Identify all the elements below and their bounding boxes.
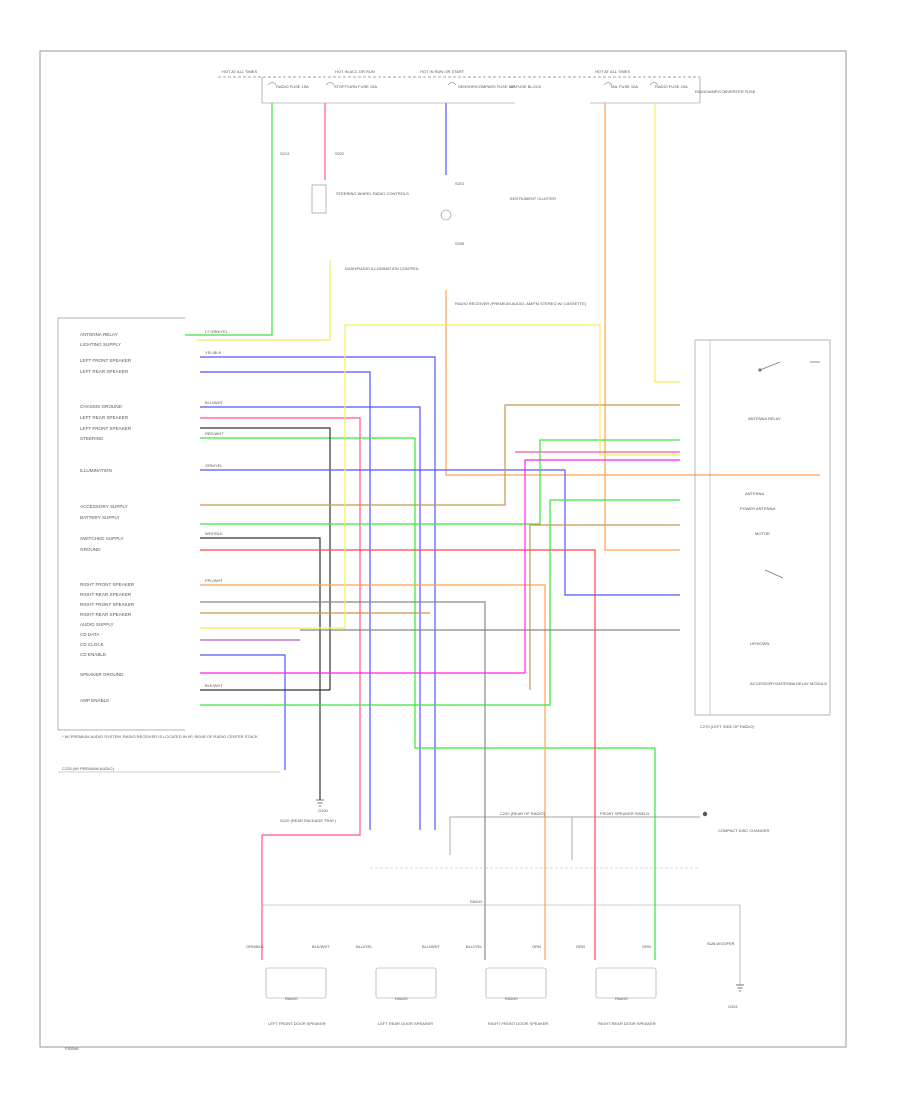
cd-changer-area: COMPACT DISC CHANGER RADIO SUB-WOOFER G3…: [65, 808, 770, 1051]
antenna-note: ANTENNA: [745, 491, 764, 496]
wire-label: BLU/WHT: [205, 400, 224, 405]
power-antenna-label: POWER ANTENNA: [740, 506, 775, 511]
pin-label: LEFT FRONT SPEAKER: [80, 358, 132, 363]
fuse-label-2: HOT IN ACC OR RUN: [335, 69, 375, 74]
rear-defog-label: ACCESSORY/ANTENNA DELAY MODULE: [750, 681, 827, 686]
speaker-name: RIGHT FRONT DOOR SPEAKER: [488, 1021, 548, 1026]
speaker-name: LEFT FRONT DOOR SPEAKER: [268, 1021, 326, 1026]
pin-label: LEFT REAR SPEAKER: [80, 369, 129, 374]
cluster-label: DASH/RADIO ILLUMINATION CONTROL: [345, 266, 420, 271]
wire-label: RED/WHT: [205, 431, 224, 436]
antenna-module: ANTENNA RELAY ANTENNA POWER ANTENNA MOTO…: [694, 339, 831, 729]
speaker-tag: RADIO: [285, 996, 298, 1001]
diagram-frame: [39, 50, 847, 1048]
pin-label: ILLUMINATION: [80, 468, 112, 473]
fuse-label-3: HOT IN RUN OR START: [420, 69, 465, 74]
speaker-tag: RADIO: [615, 996, 628, 1001]
speaker-wire-2: BLU/WHT: [422, 944, 441, 949]
speaker-name: LEFT REAR DOOR SPEAKER: [378, 1021, 433, 1026]
radio-receiver-note: * W/ PREMIUM AUDIO SYSTEM, RADIO RECEIVE…: [62, 734, 258, 739]
speaker-tag: RADIO: [395, 996, 408, 1001]
wire-label: YEL/BLK: [205, 350, 222, 355]
cassette-label: INSTRUMENT CLUSTER: [510, 196, 556, 201]
fuse-name-1: RADIO FUSE 15A: [276, 84, 309, 89]
motor-label: MOTOR: [755, 531, 770, 536]
speaker-wire-2: ORN: [532, 944, 541, 949]
wire-label: LT GRN/YEL: [205, 329, 229, 334]
figure-code: F80046: [65, 1046, 79, 1051]
ground-g301: G301: [728, 1004, 739, 1009]
pin-label: SPEAKER GROUND: [80, 672, 124, 677]
antenna-box-note: C270 (LEFT SIDE OF RADIO): [700, 724, 755, 729]
front-shield-label: FRONT SPEAKER SHIELD: [600, 811, 649, 816]
pin-label: CHASSIS GROUND: [80, 404, 123, 409]
pin-label: STEERING: [80, 436, 104, 441]
fuse-label-1: HOT AT ALL TIMES: [222, 69, 257, 74]
wire-label: GRN/YEL: [205, 463, 223, 468]
wire-labels: LT GRN/YEL YEL/BLK BLU/WHT RED/WHT GRN/Y…: [205, 329, 229, 688]
pin-label: RIGHT REAR SPEAKER: [80, 592, 132, 597]
speaker-right-front: BLU/YEL ORN RADIO RIGHT FRONT DOOR SPEAK…: [466, 944, 548, 1026]
speaker-left-front: ORN/BLK BLK/WHT RADIO LEFT FRONT DOOR SP…: [246, 944, 330, 1026]
pin-label: CD ENABLE: [80, 652, 106, 657]
pin-label: ANTENNA RELAY: [80, 332, 118, 337]
fuse-name-3: SENSOR/COMPASS FUSE 10A: [458, 84, 516, 89]
speaker-wire-1: BLU/YEL: [466, 944, 483, 949]
pin-label: LIGHTING SUPPLY: [80, 342, 121, 347]
radio-module-label: RADIO: [470, 899, 483, 904]
pin-label: SWITCHED SUPPLY: [80, 536, 124, 541]
radio-receiver: * W/ PREMIUM AUDIO SYSTEM, RADIO RECEIVE…: [57, 317, 280, 773]
fuse-label-4: HOT AT ALL TIMES: [595, 69, 630, 74]
cd-changer-label: COMPACT DISC CHANGER: [718, 828, 770, 833]
pin-label: AMP ENABLE: [80, 698, 109, 703]
ground-symbols: [316, 799, 744, 992]
speaker-wire-2: BLK/WHT: [312, 944, 330, 949]
pin-label: RIGHT FRONT SPEAKER: [80, 602, 135, 607]
speaker-left-rear: BLU/YEL BLU/WHT RADIO LEFT REAR DOOR SPE…: [356, 944, 441, 1026]
ground-g200: G200: [318, 808, 329, 813]
wire-label: BLK/WHT: [205, 683, 223, 688]
pin-label: CD CLOCK: [80, 642, 105, 647]
fuse-box: HOT AT ALL TIMES HOT IN ACC OR RUN HOT I…: [218, 69, 756, 104]
speaker-wire-1: ORN: [576, 944, 585, 949]
splice-s205: S205: [455, 241, 465, 246]
antenna-relay-label: ANTENNA RELAY: [748, 416, 781, 421]
pin-label: CD DATA: [80, 632, 100, 637]
radio-note: RADIO RECEIVER (PREMIUM AUDIO, AM/FM STE…: [455, 301, 587, 306]
pin-label: RIGHT FRONT SPEAKER: [80, 582, 135, 587]
fuse-name-2: STOP/TURN FUSE 15A: [334, 84, 377, 89]
wire-label: PPL/WHT: [205, 578, 223, 583]
radio-pins: ANTENNA RELAY LIGHTING SUPPLY LEFT FRONT…: [80, 332, 135, 703]
speaker-name: RIGHT REAR DOOR SPEAKER: [598, 1021, 656, 1026]
pin-label: BATTERY SUPPLY: [80, 515, 120, 520]
speaker-right-rear: ORN GRN RADIO RIGHT REAR DOOR SPEAKER: [576, 944, 657, 1026]
radio-callout: C225 (W/ PREMIUM AUDIO): [62, 766, 114, 771]
fuse-name-4: I/P FUSE BLOCK: [510, 84, 542, 89]
bottom-note: S220 (REAR PACKAGE TRAY): [280, 818, 336, 823]
fuse-name-5: TAIL FUSE 10A: [610, 84, 638, 89]
wire-label: WHT/BLK: [205, 531, 223, 536]
splice-s222: S222: [335, 151, 345, 156]
speaker-wire-1: BLU/YEL: [356, 944, 373, 949]
pin-label: LEFT REAR SPEAKER: [80, 415, 129, 420]
pin-label: RIGHT REAR SPEAKER: [80, 612, 132, 617]
pin-label: LEFT FRONT SPEAKER: [80, 426, 132, 431]
cd-connector-label: C220 (REAR OF RADIO): [500, 811, 546, 816]
speaker-tag: RADIO: [505, 996, 518, 1001]
speaker-wire-2: GRN: [642, 944, 651, 949]
steering-controls-label: STEERING WHEEL RADIO CONTROLS: [336, 191, 409, 196]
pin-label: ACCESSORY SUPPLY: [80, 504, 128, 509]
fuse-name-6: RADIO FUSE 20A: [655, 84, 688, 89]
wire-harness: [185, 103, 820, 960]
sub-woofer-label: SUB-WOOFER: [707, 941, 735, 946]
pin-label: AUDIO SUPPLY: [80, 622, 114, 627]
splice-s201: S201: [455, 181, 465, 186]
upper-components: STEERING WHEEL RADIO CONTROLS DASH/RADIO…: [280, 151, 587, 306]
up-down-label: UP/DOWN: [750, 641, 769, 646]
speaker-wire-1: ORN/BLK: [246, 944, 264, 949]
pin-label: GROUND: [80, 547, 101, 552]
fuse-name-7: RADIO/AMP/CONVERTER FUSE: [695, 89, 756, 94]
splice-s213: S213: [280, 151, 290, 156]
